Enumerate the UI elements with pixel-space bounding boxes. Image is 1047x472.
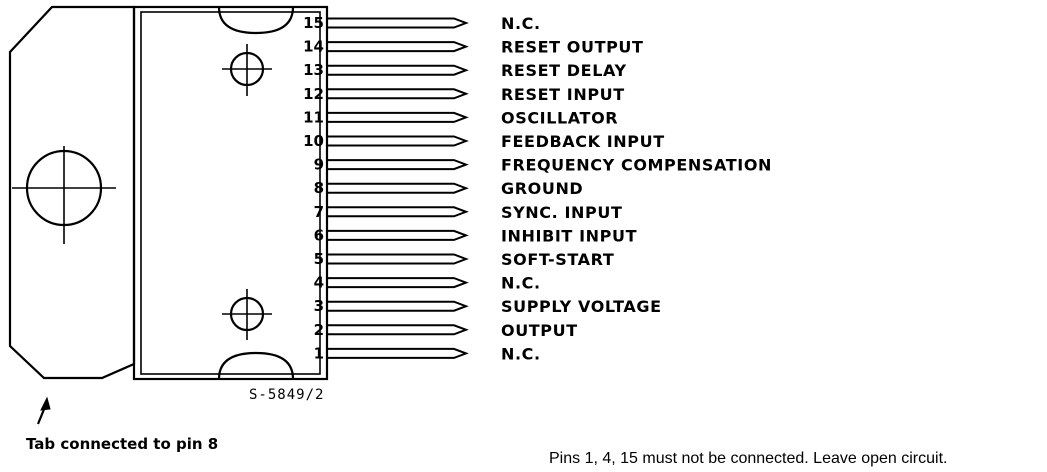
pin-label: N.C. [501, 344, 541, 363]
pin-number: 13 [303, 61, 324, 79]
pin-label: OSCILLATOR [501, 108, 618, 127]
pin-lead [328, 159, 469, 171]
pin-number: 12 [303, 85, 324, 103]
package-body [132, 5, 329, 381]
pin-lead [328, 206, 469, 218]
footer-note: Pins 1, 4, 15 must not be connected. Lea… [549, 450, 947, 467]
pin-number: 1 [314, 344, 324, 362]
pin-number: 10 [303, 132, 324, 150]
pin-number: 6 [314, 226, 324, 244]
pin-label: N.C. [501, 14, 541, 33]
pin-number: 9 [314, 156, 324, 174]
pin-label: FEEDBACK INPUT [501, 132, 665, 151]
pin-2: 2 OUTPUT [314, 321, 578, 340]
pin-number: 14 [303, 38, 324, 56]
pin-lead [328, 182, 469, 194]
pin-label: INHIBIT INPUT [501, 226, 637, 245]
pin-4: 4 N.C. [314, 274, 541, 293]
upper-alignment-mark-icon [222, 44, 272, 96]
part-code: S-5849/2 [249, 387, 324, 403]
lower-alignment-mark-icon [222, 289, 272, 340]
pin-lead [328, 135, 469, 147]
pin-11: 11 OSCILLATOR [303, 108, 618, 127]
pin-lead [328, 111, 469, 123]
pin-lead [328, 324, 469, 336]
pin-1: 1 N.C. [314, 344, 541, 363]
pin-lead [328, 229, 469, 241]
pin-lead [328, 277, 469, 289]
pin-6: 6 INHIBIT INPUT [314, 226, 637, 245]
pin-lead [328, 41, 469, 53]
pin-number: 3 [314, 297, 324, 315]
pin-8: 8 GROUND [314, 179, 583, 198]
pin-label: SYNC. INPUT [501, 203, 622, 222]
pin-14: 14 RESET OUTPUT [303, 38, 643, 57]
pin-5: 5 SOFT-START [314, 250, 614, 269]
top-notch [217, 6, 295, 35]
pin-label: RESET INPUT [501, 85, 625, 104]
pin-9: 9 FREQUENCY COMPENSATION [314, 156, 772, 175]
bottom-notch [217, 351, 295, 380]
heatsink-tab [8, 5, 136, 380]
pin-lead [328, 347, 469, 359]
pin-label: GROUND [501, 179, 583, 198]
pin-13: 13 RESET DELAY [303, 61, 627, 80]
pin-label: RESET DELAY [501, 61, 627, 80]
pin-number: 4 [314, 274, 324, 292]
pin-lead [328, 88, 469, 100]
pin-15: 15 N.C. [303, 14, 541, 33]
pin-number: 7 [314, 203, 324, 221]
pin-7: 7 SYNC. INPUT [314, 203, 622, 222]
pin-label: RESET OUTPUT [501, 38, 644, 57]
pin-lead [328, 64, 469, 76]
pin-label: FREQUENCY COMPENSATION [501, 156, 772, 175]
pin-number: 5 [314, 250, 324, 268]
pin-lead [328, 300, 469, 312]
pin-number: 15 [303, 14, 324, 32]
pin-number: 11 [303, 108, 324, 126]
pin-label: SOFT-START [501, 250, 614, 269]
pin-number: 2 [314, 321, 324, 339]
tab-arrow-icon [36, 396, 51, 425]
pin-lead [328, 17, 469, 29]
pin-label: OUTPUT [501, 321, 578, 340]
tab-note: Tab connected to pin 8 [26, 435, 218, 453]
pin-12: 12 RESET INPUT [303, 85, 625, 104]
pin-number: 8 [314, 179, 324, 197]
pin-3: 3 SUPPLY VOLTAGE [314, 297, 662, 316]
pin-label: N.C. [501, 274, 541, 293]
tab-mounting-hole-icon [12, 146, 116, 244]
pin-label: SUPPLY VOLTAGE [501, 297, 662, 316]
pin-lead [328, 253, 469, 265]
pin-10: 10 FEEDBACK INPUT [303, 132, 665, 151]
package-body-inner [140, 11, 321, 375]
